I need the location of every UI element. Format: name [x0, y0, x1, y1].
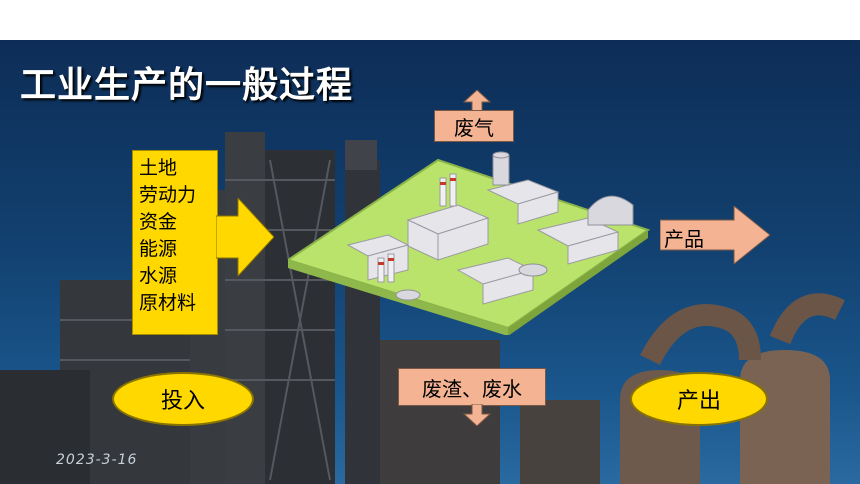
input-item: 水源 [139, 265, 178, 287]
input-item: 土地 [139, 157, 178, 179]
input-arrow-icon [216, 198, 274, 276]
slide-title: 工业生产的一般过程 [20, 65, 354, 106]
input-oval: 投入 [112, 372, 254, 426]
inputs-list: 土地 劳动力 资金 能源 水源 原材料 [132, 150, 218, 335]
factory-illustration-icon [288, 151, 651, 335]
waste-solid-water-label: 废渣、废水 [398, 368, 546, 406]
top-bar [0, 0, 860, 40]
input-item: 劳动力 [139, 184, 197, 206]
product-label: 产品 [664, 226, 704, 251]
input-item: 原材料 [139, 292, 197, 314]
date-stamp: 2023-3-16 [56, 452, 138, 468]
input-item: 资金 [139, 211, 178, 233]
down-arrow-icon [462, 404, 492, 426]
waste-gas-label: 废气 [434, 110, 514, 142]
product-arrow-icon [660, 206, 770, 264]
output-oval: 产出 [630, 372, 768, 426]
up-arrow-icon [462, 90, 492, 115]
input-item: 能源 [139, 238, 178, 260]
